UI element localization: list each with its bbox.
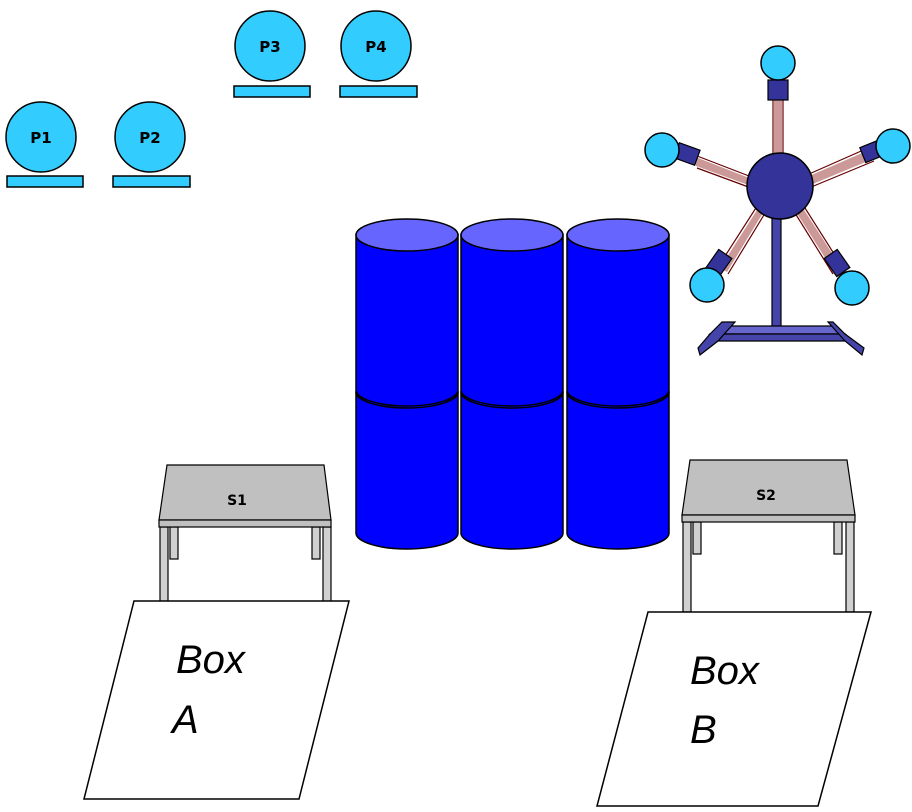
rotor-pod: [875, 128, 911, 164]
box-label-line2: A: [170, 698, 199, 742]
barrel-lid: [355, 218, 459, 252]
stand-label: S2: [756, 488, 776, 504]
pedestal-base: [6, 175, 84, 188]
stand-leg: [159, 526, 169, 606]
box-label-line1: Box: [690, 649, 761, 693]
stand-s2[interactable]: S2: [681, 459, 856, 613]
box-outline: [83, 600, 350, 800]
stand-leg: [692, 521, 702, 555]
pedestal-base: [233, 85, 311, 98]
stand-leg: [845, 521, 855, 613]
rotor-pod: [834, 270, 870, 306]
pod-connector: [767, 79, 789, 101]
pedestal-p2[interactable]: P2: [112, 101, 191, 188]
barrel-body: [460, 391, 564, 550]
pedestal-p4[interactable]: P4: [339, 10, 418, 98]
pedestal-label: P3: [259, 38, 280, 56]
pedestal-ball: [114, 101, 186, 173]
rotor-foot-right: [826, 321, 865, 357]
stand-top-edge: [158, 519, 332, 528]
pedestal-label: P4: [365, 38, 386, 56]
barrel-stack: [355, 218, 670, 550]
stand-leg: [169, 526, 179, 560]
pedestal-ball: [340, 10, 412, 82]
rotor-pod: [644, 132, 680, 168]
barrel-top-2[interactable]: [460, 218, 564, 407]
pedestal-base: [339, 85, 418, 98]
barrel-lid: [460, 218, 564, 252]
rotor-foot-left: [697, 321, 737, 357]
stand-leg: [682, 521, 692, 613]
pod-connector: [823, 248, 851, 278]
rotor-pod: [760, 45, 796, 81]
pedestal-p3[interactable]: P3: [233, 10, 311, 98]
stand-label: S1: [227, 493, 247, 509]
box-label-line1: Box: [176, 638, 247, 682]
stand-top-edge: [681, 514, 856, 523]
rotor-base-front: [709, 333, 846, 342]
box-b[interactable]: Box B: [596, 611, 872, 807]
stand-leg: [833, 521, 843, 555]
pedestal-p1[interactable]: P1: [5, 101, 84, 188]
barrel-top-3[interactable]: [566, 218, 670, 407]
stand-s1[interactable]: S1: [158, 464, 332, 606]
stand-leg: [311, 526, 321, 560]
barrel-body: [355, 234, 459, 407]
rotor-spoke-fill: [693, 95, 873, 272]
pedestal-ball: [234, 10, 306, 82]
barrel-lid: [566, 218, 670, 252]
rotor-machine[interactable]: [644, 45, 911, 357]
pedestal-ball: [5, 101, 77, 173]
barrel-body: [355, 391, 459, 550]
rotor-pod: [689, 267, 725, 303]
pedestal-label: P1: [30, 129, 51, 147]
box-a[interactable]: Box A: [83, 600, 350, 800]
barrel-body: [460, 234, 564, 407]
stand-leg: [322, 526, 332, 606]
box-label-line2: B: [690, 708, 717, 752]
barrel-top-1[interactable]: [355, 218, 459, 407]
pedestal-base: [112, 175, 191, 188]
pedestal-label: P2: [139, 129, 160, 147]
barrel-body: [566, 234, 670, 407]
box-outline: [596, 611, 872, 807]
barrel-body: [566, 391, 670, 550]
rotor-hub: [746, 152, 814, 220]
